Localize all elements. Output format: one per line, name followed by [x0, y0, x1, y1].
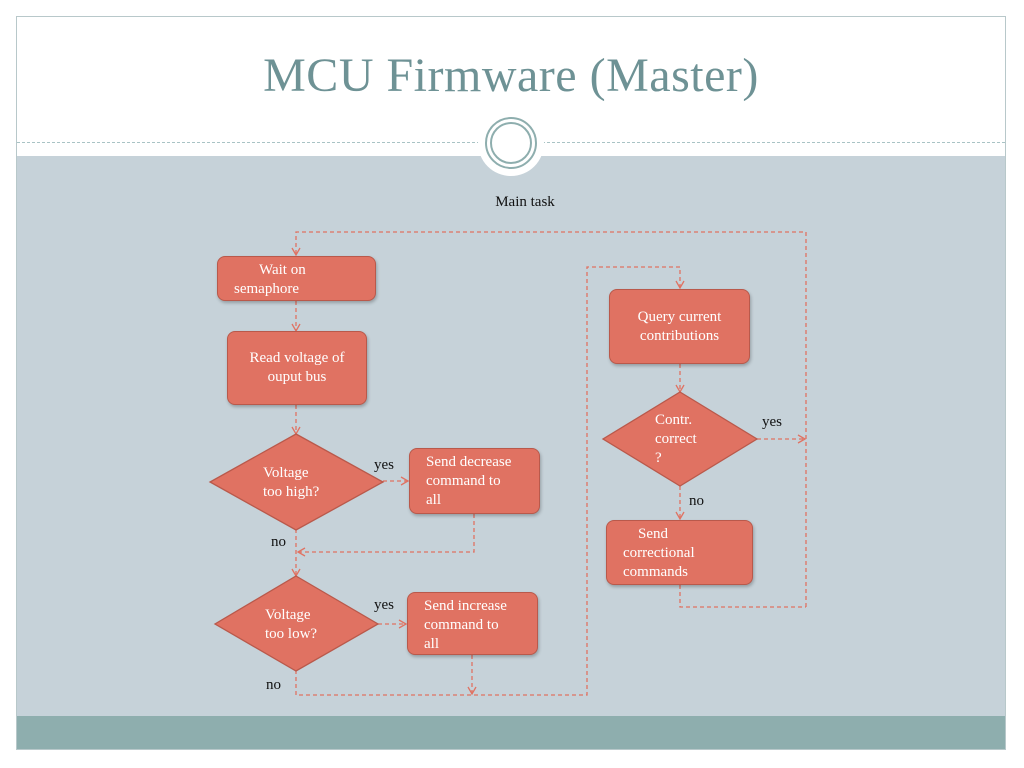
send-increase-node: Send increase command to all — [407, 592, 538, 655]
too-low-text: Voltage too low? — [265, 607, 318, 642]
circle-ornament-icon — [478, 110, 544, 176]
too-high-text: Voltage too high? — [263, 465, 320, 500]
low-yes-label: yes — [374, 597, 394, 613]
footer-band — [17, 716, 1005, 749]
too-low-decision — [213, 575, 380, 672]
send-correctional-text: Send correctional commands — [623, 526, 695, 580]
diagram-caption: Main task — [495, 194, 555, 210]
low-no-connector — [295, 266, 685, 696]
low-no-label: no — [266, 677, 281, 693]
send-decrease-node: Send decrease command to all — [409, 448, 540, 514]
query-contributions-node: Query current contributions — [609, 289, 750, 364]
send-correctional-node: Send correctional commands — [606, 520, 753, 585]
query-contributions-text: Query current contributions — [637, 308, 722, 344]
correctional-return-connector — [679, 585, 806, 608]
wait-semaphore-text: Wait on semaphore — [234, 262, 306, 297]
high-no-label: no — [271, 534, 286, 550]
loop-return-connector — [291, 231, 807, 607]
send-decrease-text: Send decrease command to all — [426, 454, 512, 508]
high-yes-label: yes — [374, 457, 394, 473]
contr-correct-decision — [601, 391, 759, 487]
contr-no-label: no — [689, 493, 704, 509]
contr-yes-label: yes — [762, 414, 782, 430]
too-high-decision — [208, 433, 385, 531]
send-increase-text: Send increase command to all — [424, 598, 507, 652]
slide-title: MCU Firmware (Master) — [263, 49, 759, 102]
contr-correct-text: Contr. correct ? — [655, 412, 697, 466]
decrease-return-connector — [296, 514, 475, 557]
read-voltage-node: Read voltage of ouput bus — [227, 331, 367, 405]
wait-semaphore-node: Wait on semaphore — [217, 256, 376, 301]
read-voltage-text: Read voltage of ouput bus — [249, 350, 345, 385]
